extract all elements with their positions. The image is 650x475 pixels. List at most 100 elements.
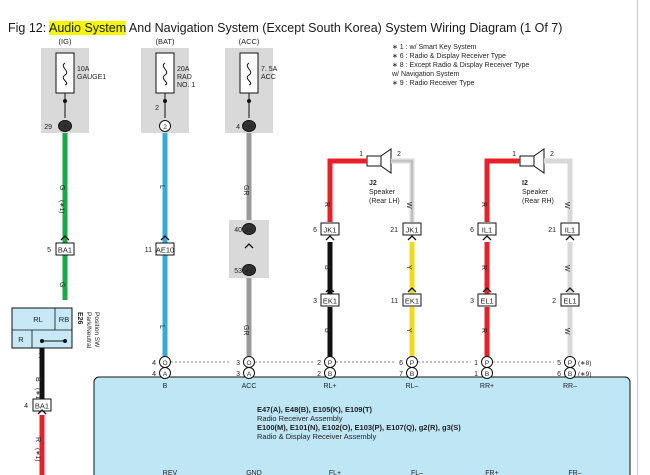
pin-4b-top-label: 4B bbox=[245, 227, 253, 234]
receiver-line1: E47(A), E48(B), E105(K), E109(T) bbox=[257, 405, 373, 414]
wire-label-r: R bbox=[34, 437, 41, 442]
fuse-name-text: 10A bbox=[77, 66, 90, 73]
chevron-4b bbox=[244, 243, 254, 249]
wire-label-w: W bbox=[405, 202, 412, 209]
receiver-terminal-label: RL– bbox=[406, 383, 419, 390]
note-line: ∗ 9 : Radio Receiver Type bbox=[392, 80, 474, 87]
conn-el1-left-box bbox=[477, 293, 497, 307]
receiver-terminal-label: B bbox=[163, 383, 168, 390]
chevron-ba1 bbox=[60, 235, 70, 241]
receiver-assembly-box bbox=[93, 376, 631, 475]
conn-jk1-left-pin: 6 bbox=[313, 227, 317, 234]
conn-jk1-right-box bbox=[402, 222, 422, 236]
conn-ae10-label: AE10 bbox=[156, 246, 174, 255]
receiver-pin-row2-num: 4 bbox=[152, 371, 156, 378]
fuse-source-label: (ACC) bbox=[239, 37, 260, 46]
receiver-pin-row2-label: A bbox=[247, 371, 252, 378]
switch-name2: Position SW bbox=[93, 312, 100, 348]
chevron-ek1-left bbox=[325, 287, 335, 293]
conn-ae10-box bbox=[155, 242, 175, 256]
receiver-pin-row2 bbox=[481, 367, 493, 379]
fuse-lead-dot bbox=[63, 99, 67, 103]
wire-r-jk1 bbox=[327, 158, 367, 222]
conn-el1-left-pin: 3 bbox=[470, 298, 474, 305]
conn-ba1-box bbox=[55, 242, 75, 256]
note-line: ∗ 1 : w/ Smart Key System bbox=[392, 44, 477, 51]
wire-label-b: B bbox=[34, 377, 41, 382]
chevron-jk1-left bbox=[325, 235, 335, 241]
receiver-pin-row1-num: 4 bbox=[152, 360, 156, 367]
chevron-el1-left bbox=[482, 287, 492, 293]
receiver-pin-row2-label: B bbox=[410, 371, 414, 378]
pin-is bbox=[242, 120, 256, 132]
fuse-element bbox=[239, 52, 259, 94]
switch-cell-rl: RL bbox=[33, 315, 43, 324]
speaker-rear-lh-pin1: 1 bbox=[359, 151, 363, 158]
wire-label-l: L bbox=[158, 185, 165, 189]
wire-w-il1 bbox=[544, 158, 573, 222]
receiver-pin-row2-label: B bbox=[568, 371, 572, 378]
conn-il1-left-label: IL1 bbox=[482, 226, 492, 235]
receiver-pin-row2 bbox=[406, 367, 418, 379]
receiver-terminal-label: RR+ bbox=[480, 383, 494, 390]
pin-num-40: 40 bbox=[234, 227, 242, 234]
wire-label-r: R bbox=[480, 265, 487, 270]
fuse-link-icon bbox=[162, 62, 168, 86]
conn-il1-left-pin: 6 bbox=[470, 227, 474, 234]
receiver-line3: E100(M), E101(N), E102(O), E103(P), E107… bbox=[257, 423, 461, 432]
conn-jk1-left-box bbox=[320, 222, 340, 236]
wire-label-b: B bbox=[323, 328, 330, 333]
conn-ba1-bottom-box bbox=[32, 398, 52, 412]
chevron-ek1-right bbox=[407, 287, 417, 293]
receiver-row2-note: (∗9) bbox=[578, 371, 591, 378]
chevron-ba1-bottom bbox=[37, 409, 47, 415]
pin-num-4: 4 bbox=[236, 124, 240, 131]
receiver-pin-row2-label: B bbox=[485, 371, 489, 378]
conn-jk1-left-label: JK1 bbox=[324, 226, 337, 235]
chevron-il1-right bbox=[565, 235, 575, 241]
receiver-pin-row2-num: 7 bbox=[399, 371, 403, 378]
receiver-pin-row1-num: 3 bbox=[236, 360, 240, 367]
wire-label-r: R bbox=[323, 202, 330, 207]
conn-el1-right-label: EL1 bbox=[563, 297, 576, 306]
wire-label-w: W bbox=[563, 202, 570, 209]
receiver-bottom-label: GND bbox=[246, 470, 262, 475]
conn-il1-right-label: IL1 bbox=[565, 226, 575, 235]
receiver-row1-note: (∗8) bbox=[578, 360, 591, 367]
pin-4b-bottom-label: 4B bbox=[245, 268, 253, 275]
pin-ib-label: IB bbox=[62, 124, 68, 131]
receiver-line4: Radio & Display Receiver Assembly bbox=[257, 432, 376, 441]
page-title: Fig 12: Audio System And Navigation Syst… bbox=[8, 21, 562, 35]
pin-num-bat: 2 bbox=[155, 105, 159, 112]
wire-label-w: W bbox=[563, 265, 570, 272]
fuse-name-text: RAD bbox=[177, 74, 192, 81]
speaker-rear-lh-magnet bbox=[366, 155, 382, 167]
fuse-link-icon bbox=[246, 62, 252, 86]
chevron-el1-right bbox=[565, 287, 575, 293]
speaker-rear-rh-magnet bbox=[519, 155, 535, 167]
wire-r-il1 bbox=[484, 158, 520, 222]
pin-4b-bottom bbox=[242, 264, 256, 276]
note-line: ∗ 6 : Radio & Display Receiver Type bbox=[392, 53, 506, 60]
receiver-bottom-label: FL+ bbox=[329, 470, 341, 475]
speaker-rear-rh-name: Speaker bbox=[522, 189, 549, 196]
fuse-element bbox=[155, 52, 175, 94]
receiver-pin-row1-label: P bbox=[328, 360, 332, 367]
wire-label-gr2: GR bbox=[242, 325, 249, 336]
switch-cell-r: R bbox=[18, 335, 24, 344]
receiver-pin-row2-label: B bbox=[328, 371, 332, 378]
receiver-terminal-label: ACC bbox=[242, 383, 257, 390]
fuse-name-text: 7. 5A bbox=[261, 66, 278, 73]
wire-label-l2: L bbox=[158, 325, 165, 329]
wire-note: (∗1) bbox=[34, 388, 41, 401]
title-bar: Fig 12: Audio System And Navigation Syst… bbox=[0, 8, 650, 35]
pin-is-label: IS bbox=[246, 124, 253, 131]
fuse-lead-dot bbox=[163, 99, 167, 103]
title-prefix: Fig 12: bbox=[8, 21, 49, 35]
chevron-jk1-right bbox=[407, 235, 417, 241]
conn-ba1-bottom-pin: 4 bbox=[24, 403, 28, 410]
switch-cell-rb: RB bbox=[59, 315, 69, 324]
fuse-lead-dot bbox=[247, 99, 251, 103]
receiver-bottom-label: REV bbox=[163, 470, 178, 475]
